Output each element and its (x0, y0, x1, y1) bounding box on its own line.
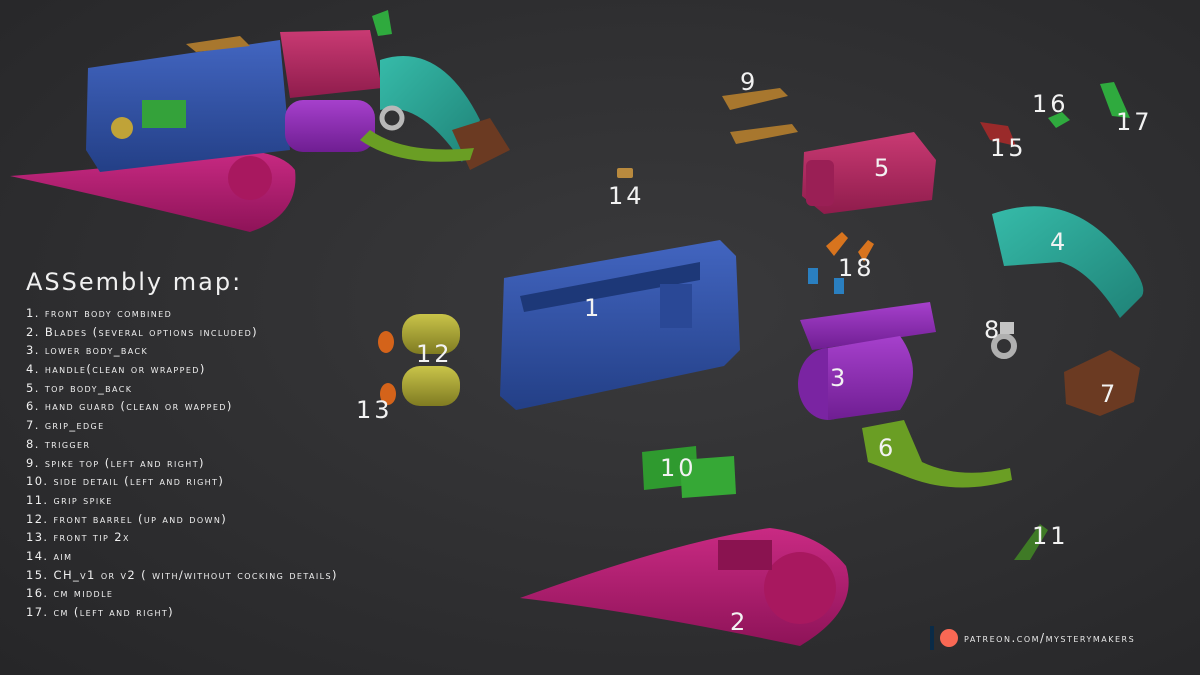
patreon-logo-dot-icon (940, 629, 958, 647)
callout-14: 14 (608, 182, 645, 210)
callout-12: 12 (416, 340, 453, 368)
patreon-logo-bar-icon (930, 626, 934, 650)
list-item: 8. trigger (26, 436, 91, 451)
assembled-lower-body (285, 100, 375, 152)
assembled-gun-preview (10, 10, 510, 232)
list-item: 17. cm (left and right) (26, 605, 175, 619)
part-3-lower-body (798, 302, 936, 420)
list-item: 10. side detail (left and right) (26, 474, 225, 489)
list-item: 11. grip spike (26, 492, 113, 507)
callout-2: 2 (730, 608, 749, 636)
callout-7: 7 (1100, 380, 1119, 408)
callout-18: 18 (838, 254, 875, 282)
callout-10: 10 (660, 454, 697, 482)
assembled-front-body (86, 40, 290, 172)
assembled-cm (372, 10, 392, 36)
list-item: 9. spike top (left and right) (26, 455, 205, 470)
callout-13: 13 (356, 396, 393, 424)
part-11-grip-spike (1014, 524, 1048, 560)
part-12-front-barrel (402, 314, 460, 406)
assembled-spike (186, 36, 250, 52)
list-item: 15. CH_v1 or v2 ( with/without cocking d… (26, 567, 338, 582)
callout-9: 9 (740, 68, 759, 96)
parts-list: 1. front body combined 2. Blades (severa… (26, 304, 338, 622)
list-item: 1. front body combined (26, 306, 173, 320)
part-4-handle (992, 206, 1144, 318)
assembled-side-detail (142, 100, 186, 128)
assembled-hand-guard (360, 130, 474, 162)
part-7-grip-edge (1064, 350, 1140, 416)
part-8-trigger (991, 322, 1017, 359)
callout-11: 11 (1032, 522, 1069, 550)
list-item: 6. hand guard (clean or wapped) (26, 399, 233, 414)
part-15-ch (980, 122, 1016, 146)
part-5-top-body (802, 132, 936, 214)
callout-1: 1 (584, 294, 603, 322)
callout-6: 6 (878, 434, 897, 462)
assembled-blade-hub (228, 156, 272, 200)
callout-17: 17 (1116, 108, 1153, 136)
callout-8: 8 (984, 316, 1003, 344)
list-item: 5. top body_back (26, 380, 133, 395)
list-item: 3. lower body_back (26, 343, 149, 358)
part-16-cm-middle (1048, 112, 1070, 128)
patreon-link[interactable]: patreon.com/mysterymakers (964, 631, 1136, 645)
part-9-spike-top (722, 88, 798, 144)
callout-15: 15 (990, 134, 1027, 162)
part-17-cm (1100, 82, 1130, 118)
list-item: 14. aim (26, 548, 73, 563)
assembled-trigger (379, 105, 405, 131)
callout-16: 16 (1032, 90, 1069, 118)
callout-5: 5 (874, 154, 893, 182)
list-item: 12. front barrel (up and down) (26, 511, 228, 526)
part-13-front-tip (378, 331, 396, 405)
assembly-map-legend: ASSembly map: 1. front body combined 2. … (26, 268, 338, 622)
list-item: 16. cm middle (26, 586, 114, 601)
part-1-front-body (500, 240, 740, 410)
list-item: 7. grip_edge (26, 418, 105, 433)
callout-3: 3 (830, 364, 849, 392)
assembled-top-body (280, 30, 382, 98)
part-18 (808, 232, 874, 294)
patreon-footer[interactable]: patreon.com/mysterymakers (930, 626, 1135, 650)
assembled-barrel (111, 117, 133, 139)
part-6-hand-guard (862, 420, 1012, 488)
part-10-side-detail (642, 446, 736, 498)
assembled-blade (10, 150, 296, 232)
part-2-blade (520, 528, 849, 646)
part-14-aim (617, 168, 633, 178)
list-item: 2. Blades (several options included) (26, 324, 259, 339)
list-item: 4. handle(clean or wrapped) (26, 362, 206, 377)
list-item: 13. front tip 2x (26, 530, 130, 545)
callout-4: 4 (1050, 228, 1069, 256)
assembly-map-title: ASSembly map: (26, 268, 243, 296)
